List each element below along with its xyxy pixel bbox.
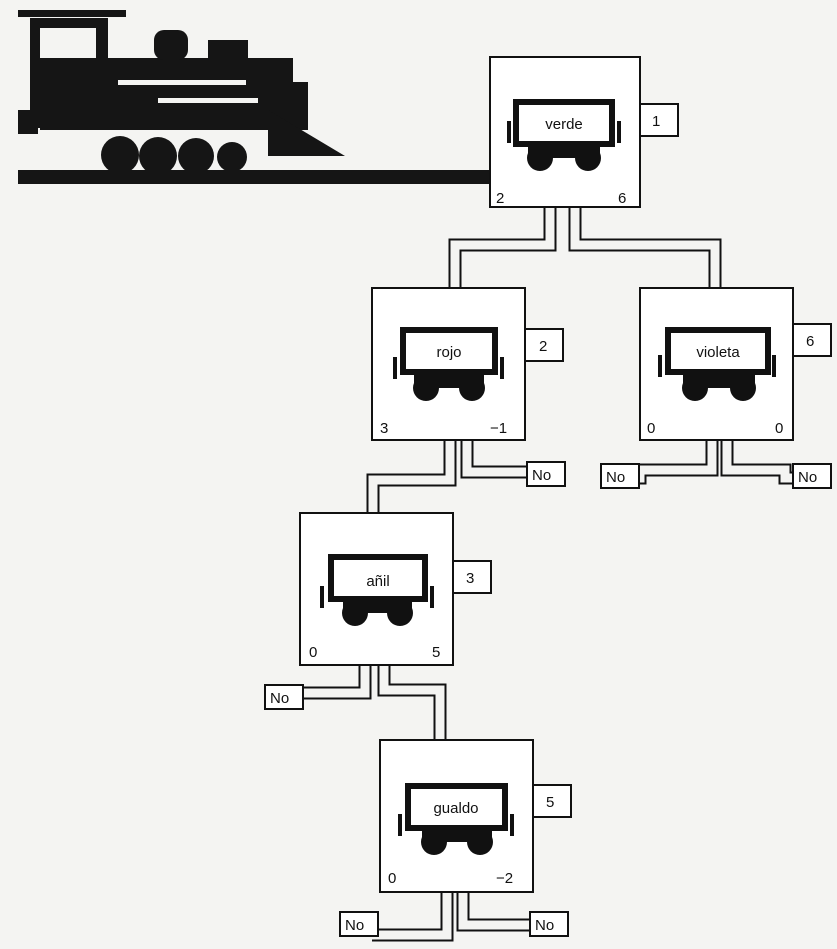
- node-label: gualdo: [433, 800, 478, 817]
- node-number: 1: [652, 113, 660, 130]
- node-verde: 1 verde 2 6: [490, 57, 678, 207]
- no-label: No: [535, 917, 554, 934]
- right-value: 6: [618, 190, 626, 207]
- no-terminal-violeta-right: No: [793, 464, 831, 488]
- node-number: 3: [466, 570, 474, 587]
- node-rojo: 2 rojo 3 −1: [372, 288, 563, 440]
- node-number: 5: [546, 794, 554, 811]
- locomotive-icon: [18, 10, 490, 184]
- no-label: No: [532, 467, 551, 484]
- no-label: No: [270, 690, 289, 707]
- node-label: añil: [366, 573, 389, 590]
- node-violeta: 6 violeta 0 0: [640, 288, 831, 440]
- node-label: verde: [545, 116, 583, 133]
- left-value: 0: [309, 644, 317, 661]
- left-value: 0: [647, 420, 655, 437]
- no-label: No: [606, 469, 625, 486]
- right-value: 5: [432, 644, 440, 661]
- no-terminal-rojo-right: No: [527, 462, 565, 486]
- no-terminal-anil-left: No: [265, 685, 303, 709]
- left-value: 3: [380, 420, 388, 437]
- node-label: violeta: [696, 344, 740, 361]
- node-gualdo: 5 gualdo 0 −2: [380, 740, 571, 892]
- right-value: −1: [490, 420, 507, 437]
- left-value: 2: [496, 190, 504, 207]
- no-label: No: [798, 469, 817, 486]
- right-value: −2: [496, 870, 513, 887]
- node-label: rojo: [436, 344, 461, 361]
- node-anil: 3 añil 0 5: [300, 513, 491, 665]
- no-terminal-violeta-left: No: [601, 464, 639, 488]
- right-value: 0: [775, 420, 783, 437]
- node-number: 6: [806, 333, 814, 350]
- left-value: 0: [388, 870, 396, 887]
- node-number: 2: [539, 338, 547, 355]
- no-label: No: [345, 917, 364, 934]
- no-terminal-gualdo-left: No: [340, 912, 378, 936]
- no-terminal-gualdo-right: No: [530, 912, 568, 936]
